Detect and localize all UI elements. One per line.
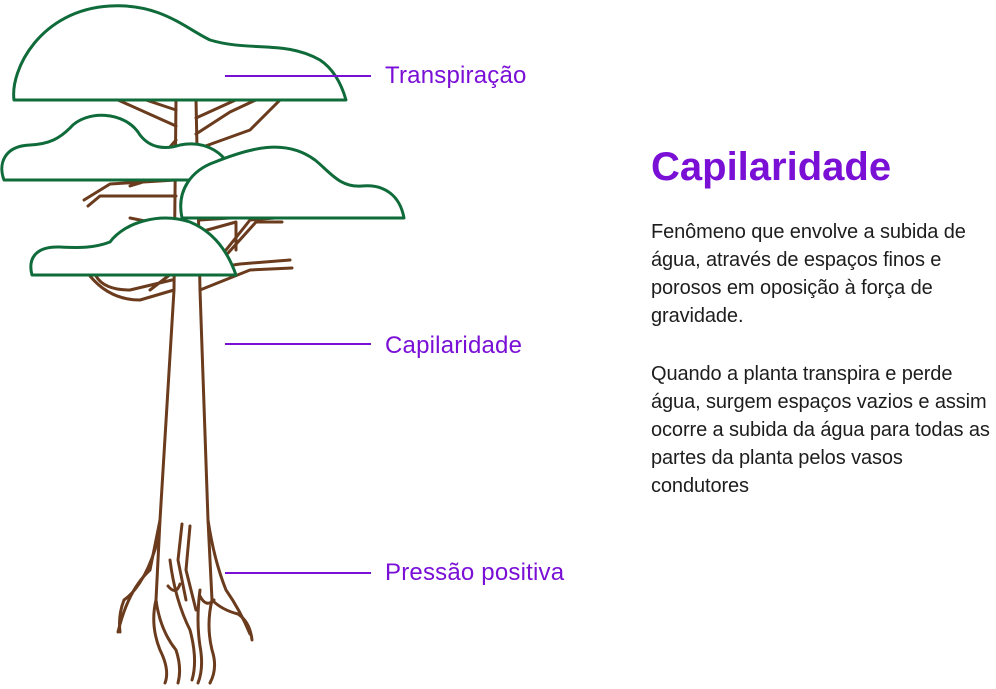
- positive-pressure-label: Pressão positiva: [385, 559, 565, 586]
- info-paragraph-explanation: Quando a planta transpira e perde água, …: [651, 363, 990, 497]
- info-title: Capilaridade: [651, 145, 892, 189]
- root: [176, 522, 188, 602]
- root: [152, 598, 169, 685]
- canopy-top: [12, 4, 348, 102]
- root: [207, 598, 217, 685]
- positive-pressure-leader-line: [225, 572, 371, 574]
- capillarity-label: Capilaridade: [385, 332, 523, 359]
- transpiration-label: Transpiração: [385, 62, 527, 89]
- root: [196, 588, 204, 685]
- capillarity-leader-line: [225, 343, 371, 345]
- branch: [194, 96, 282, 150]
- canopy-right: [179, 145, 406, 220]
- branch: [198, 216, 294, 292]
- root: [168, 558, 197, 682]
- root: [118, 538, 160, 634]
- canopy-bottom: [29, 216, 238, 277]
- tree-foliage: [0, 4, 406, 277]
- branch: [116, 96, 178, 172]
- root: [154, 598, 182, 685]
- root: [210, 598, 254, 642]
- root: [166, 582, 182, 592]
- branch: [82, 178, 178, 208]
- root: [184, 524, 198, 612]
- info-paragraph-definition: Fenômeno que envolve a subida de água, a…: [651, 221, 966, 327]
- transpiration-leader-line: [225, 75, 371, 77]
- root: [198, 594, 216, 605]
- canopy-left: [0, 113, 237, 182]
